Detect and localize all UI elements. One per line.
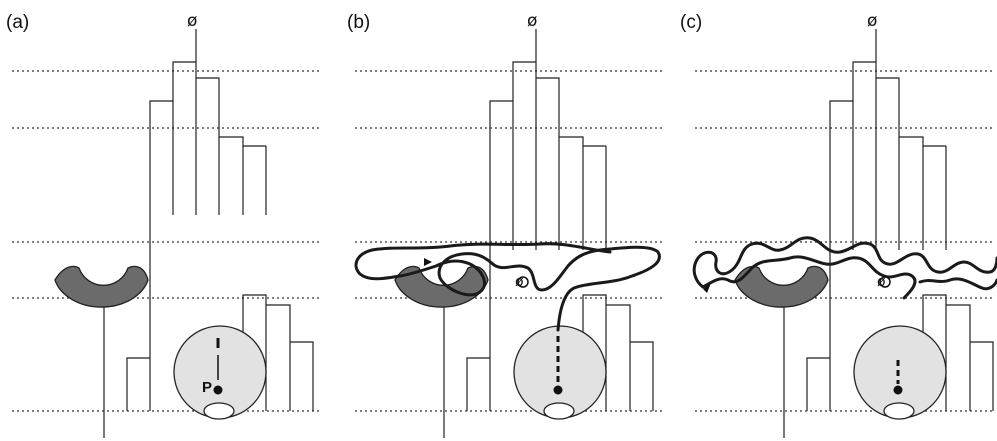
panel-b-label: (b) [347, 12, 370, 33]
panel-b-circle [513, 325, 607, 420]
panel-a-crescent [54, 265, 149, 438]
panel-c-levels [695, 70, 995, 412]
panel-c-crescent [734, 265, 829, 438]
panel-c-inner-symbol: ø [877, 274, 886, 290]
panel-b-wandering-path [354, 242, 661, 332]
panel-b-bars [466, 61, 654, 411]
panel-a-top-symbol: ø [187, 11, 197, 31]
panel-a-levels [12, 70, 322, 412]
panel-b-top-symbol: ø [527, 11, 537, 31]
panel-c-circle [853, 325, 947, 420]
panel-b-inner-symbol: ø [515, 274, 524, 290]
panel-c-label: (c) [680, 12, 702, 33]
panel-c: (c) ø [680, 11, 997, 438]
panel-c-top-symbol: ø [867, 11, 877, 31]
panel-a-label: (a) [6, 12, 29, 33]
panel-b: (b) ø [347, 11, 662, 438]
panel-a-bars [126, 61, 314, 411]
point-p-label: P [202, 379, 212, 396]
panel-c-wandering-path [692, 236, 997, 300]
panel-a: (a) ø [6, 11, 322, 438]
panel-b-crescent [394, 265, 489, 438]
panel-b-levels [355, 70, 662, 412]
panel-a-circle: P [173, 325, 267, 420]
